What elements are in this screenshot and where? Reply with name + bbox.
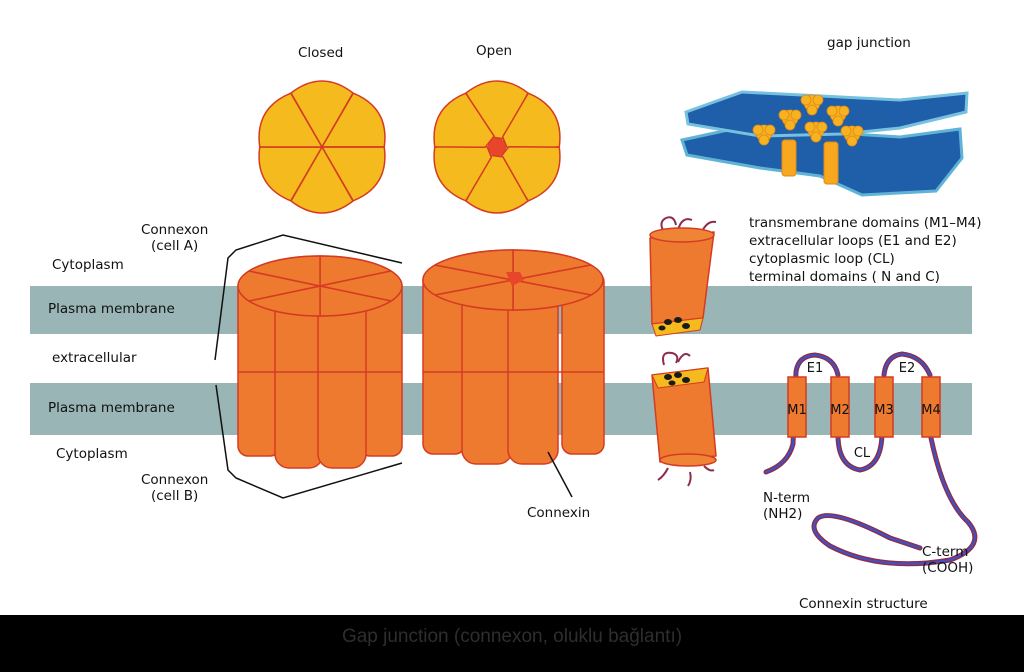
connexon-open-stack	[422, 249, 605, 465]
c-term-label: C-term (COOH)	[922, 544, 974, 577]
e1-label: E1	[807, 361, 824, 376]
gap-junction-label: gap junction	[827, 35, 911, 51]
cytoplasm-bottom-label: Cytoplasm	[56, 446, 128, 462]
gap-junction-diagram: M1 M2 M3 M4 E1 E2 CL	[30, 80, 978, 567]
m2-label: M2	[830, 403, 850, 418]
single-connexin	[649, 216, 717, 487]
m4-label: M4	[921, 403, 941, 418]
connexon-closed-stack	[237, 255, 403, 469]
closed-connexon-flower	[258, 80, 386, 214]
cytoplasm-top-label: Cytoplasm	[52, 257, 124, 273]
plasma-membrane-bottom-label: Plasma membrane	[48, 400, 175, 416]
connexin-structure-label: Connexin structure	[799, 596, 928, 612]
m3-label: M3	[874, 403, 894, 418]
connexon-cell-b-label: Connexon (cell B)	[141, 472, 209, 505]
bracket-lines	[214, 234, 573, 499]
legend-item: transmembrane domains (M1–M4)	[749, 215, 982, 231]
plasma-membrane-top-label: Plasma membrane	[48, 301, 175, 317]
legend-item: terminal domains ( N and C)	[749, 269, 940, 285]
connexon-cell-a-label: Connexon (cell A)	[141, 222, 209, 255]
n-term-label: N-term (NH2)	[763, 490, 811, 523]
legend-item: extracellular loops (E1 and E2)	[749, 233, 957, 249]
open-connexon-flower	[433, 80, 561, 214]
e2-label: E2	[899, 361, 916, 376]
cl-label: CL	[854, 446, 871, 461]
connexin-structure-chain: M1 M2 M3 M4 E1 E2 CL	[763, 351, 978, 567]
open-label: Open	[476, 43, 513, 59]
legend: transmembrane domains (M1–M4) extracellu…	[749, 214, 982, 286]
connexin-label: Connexin	[527, 505, 591, 521]
extracellular-label: extracellular	[52, 350, 137, 366]
closed-label: Closed	[298, 45, 344, 61]
figure-caption: Gap junction (connexon, oluklu bağlantı)	[341, 626, 683, 647]
gap-junction-plates	[680, 90, 969, 197]
legend-item: cytoplasmic loop (CL)	[749, 251, 895, 267]
m1-label: M1	[787, 403, 807, 418]
gap-junction-flowers	[752, 94, 864, 147]
diagram-canvas: M1 M2 M3 M4 E1 E2 CL Closed Open gap jun…	[0, 0, 1024, 615]
